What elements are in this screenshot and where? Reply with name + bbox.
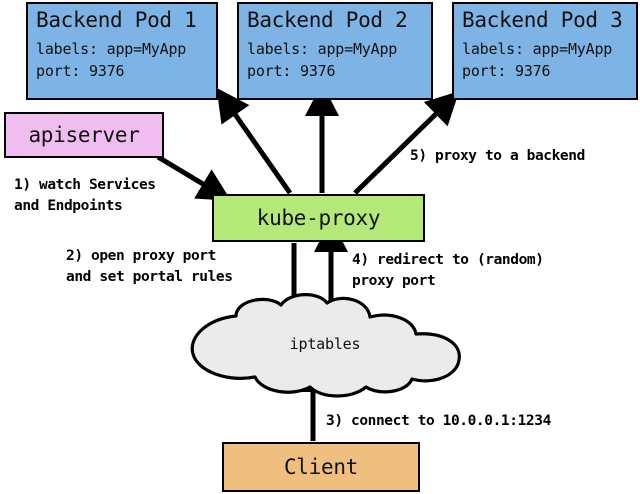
step-4-label-line2: proxy port (352, 273, 436, 289)
pod2-port: port: 9376 (247, 62, 336, 80)
arrow-kubeproxy-to-pod1 (216, 87, 293, 195)
node-backend-pod-2[interactable]: Backend Pod 2 labels: app=MyApp port: 93… (237, 2, 433, 100)
node-apiserver[interactable]: apiserver (4, 112, 164, 158)
apiserver-title: apiserver (28, 123, 140, 147)
arrow-apiserver-to-kubeproxy (156, 154, 232, 201)
node-backend-pod-3[interactable]: Backend Pod 3 labels: app=MyApp port: 93… (452, 2, 638, 100)
client-title: Client (283, 455, 359, 479)
pod3-port: port: 9376 (462, 62, 551, 80)
step-1-label-line2: and Endpoints (14, 198, 123, 214)
pod2-title: Backend Pod 2 (247, 8, 408, 32)
pod1-title: Backend Pod 1 (36, 8, 197, 32)
step-1-label-line1: 1) watch Services (14, 177, 156, 193)
node-backend-pod-1[interactable]: Backend Pod 1 labels: app=MyApp port: 93… (26, 2, 218, 100)
step-5-label: 5) proxy to a backend (410, 148, 585, 164)
step-2-label-line1: 2) open proxy port (66, 248, 216, 264)
step-3-label: 3) connect to 10.0.0.1:1234 (326, 413, 551, 429)
kube-proxy-title: kube-proxy (256, 206, 381, 230)
pod2-labels: labels: app=MyApp (247, 40, 398, 58)
pod1-port: port: 9376 (36, 62, 125, 80)
arrow-kubeproxy-to-pod3 (353, 91, 460, 195)
iptables-cloud-shape (190, 293, 461, 398)
step-4-label-line1: 4) redirect to (random) (352, 252, 544, 268)
pod1-labels: labels: app=MyApp (36, 40, 187, 58)
node-kube-proxy[interactable]: kube-proxy (212, 194, 425, 242)
step-2-label-line2: and set portal rules (66, 269, 233, 285)
pod3-title: Backend Pod 3 (462, 8, 623, 32)
pod3-labels: labels: app=MyApp (462, 40, 613, 58)
iptables-label: iptables (289, 335, 361, 353)
node-client[interactable]: Client (222, 442, 420, 492)
